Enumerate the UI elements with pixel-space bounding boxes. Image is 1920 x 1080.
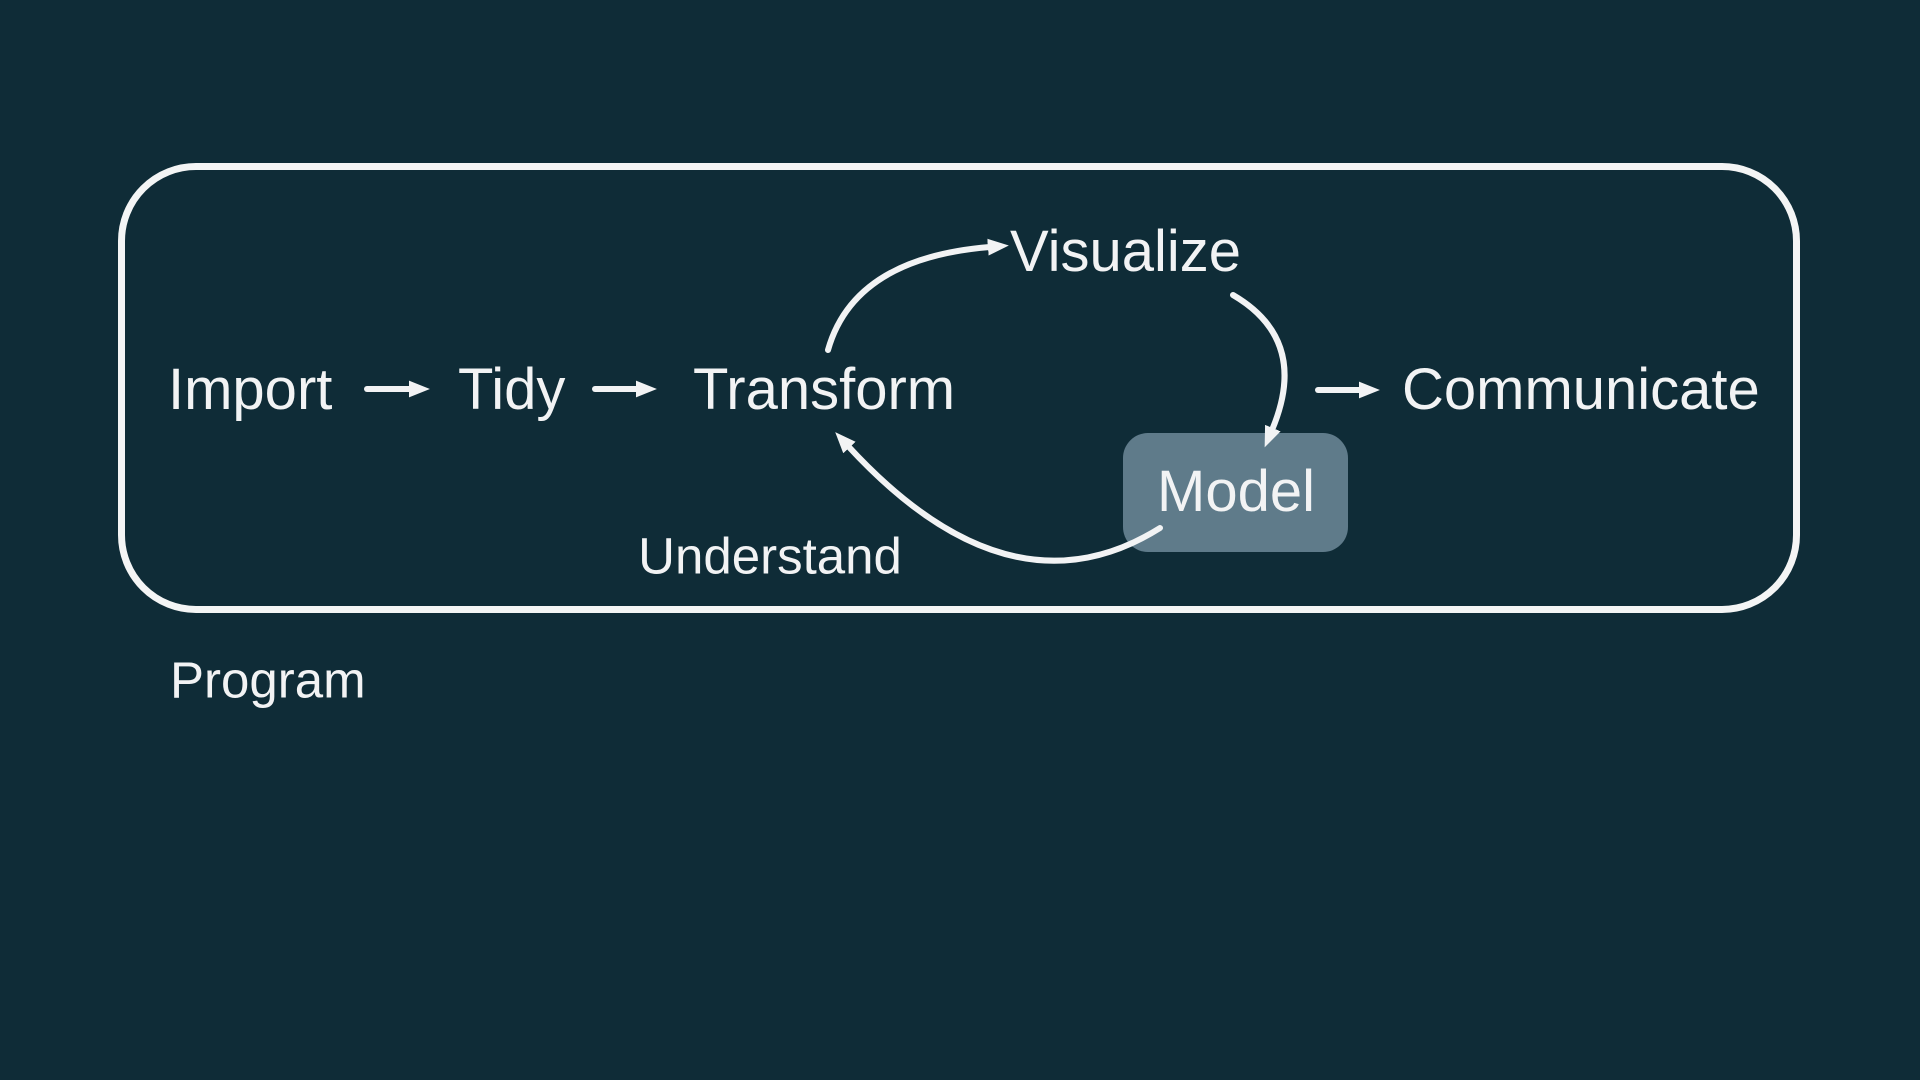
group-label-understand: Understand <box>638 527 902 585</box>
stage-label-transform: Transform <box>693 357 956 422</box>
stage-label-model: Model <box>1157 459 1315 524</box>
stage-label-tidy: Tidy <box>458 357 566 422</box>
stage-label-communicate: Communicate <box>1402 357 1760 422</box>
stage-label-import: Import <box>168 357 333 422</box>
group-label-program: Program <box>170 651 366 709</box>
stage-label-visualize: Visualize <box>1010 219 1242 284</box>
program-boundary-frame <box>118 163 1800 613</box>
